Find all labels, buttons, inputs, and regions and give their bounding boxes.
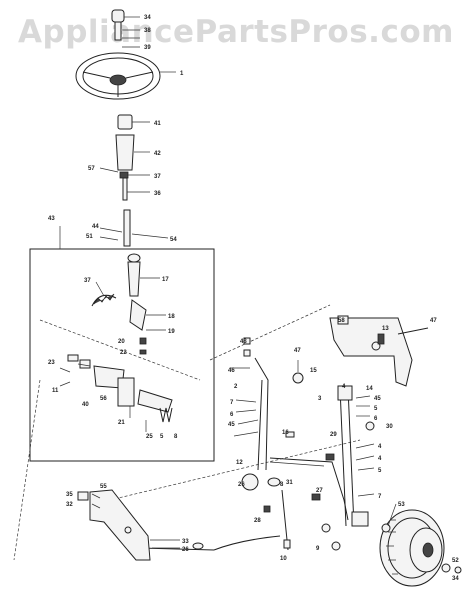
alignment-line-center (109, 439, 361, 501)
callout-21: 21 (118, 420, 125, 426)
callout-34-b: 34 (452, 576, 459, 582)
callout-46: 46 (228, 368, 235, 374)
callout-26-b: 26 (182, 547, 189, 553)
callout-36: 36 (154, 191, 161, 197)
callout-6-right: 6 (374, 416, 378, 422)
watermark: AppliancePartsPros.com (18, 14, 454, 50)
steering-cap (111, 9, 140, 48)
callout-28: 28 (254, 518, 261, 524)
callout-15: 15 (310, 368, 317, 374)
callout-20: 20 (118, 339, 125, 345)
callout-57: 57 (88, 166, 95, 172)
callout-4: 4 (342, 384, 346, 390)
callout-30: 30 (386, 424, 393, 430)
alignment-line-left (13, 379, 41, 561)
callout-29: 29 (330, 432, 337, 438)
callout-58: 58 (338, 318, 345, 324)
callout-11: 11 (52, 388, 59, 394)
callout-54: 54 (170, 237, 177, 243)
callout-41: 41 (154, 121, 161, 127)
callout-44: 44 (92, 224, 99, 230)
callout-5: 5 (160, 434, 164, 440)
front-wheel (379, 509, 462, 587)
callout-39: 39 (144, 45, 151, 51)
callout-33: 33 (182, 539, 189, 545)
callout-7-b: 7 (378, 494, 382, 500)
leader-lines (77, 363, 397, 527)
right-axle-bracket (321, 315, 429, 551)
callout-2: 2 (234, 384, 238, 390)
callout-12: 12 (236, 460, 243, 466)
callout-22: 22 (120, 350, 127, 356)
drag-link-assembly (139, 337, 349, 551)
callout-1: 1 (180, 71, 184, 77)
callout-16: 16 (282, 430, 289, 436)
callout-10: 10 (280, 556, 287, 562)
callout-4-b: 4 (378, 444, 382, 450)
callout-9: 9 (316, 546, 320, 552)
callout-18: 18 (168, 314, 175, 320)
callout-5-right: 5 (374, 406, 378, 412)
callout-26: 26 (238, 482, 245, 488)
callout-27: 27 (316, 488, 323, 494)
callout-31: 31 (286, 480, 293, 486)
steering-column (99, 114, 169, 247)
callout-51: 51 (86, 234, 93, 240)
steering-wheel (75, 52, 176, 100)
callout-45-right: 45 (374, 396, 381, 402)
left-axle-bracket (77, 489, 180, 561)
callout-4-c: 4 (378, 456, 382, 462)
callout-53: 53 (398, 502, 405, 508)
callout-55: 55 (100, 484, 107, 490)
callout-45: 45 (228, 422, 235, 428)
callout-23: 23 (48, 360, 55, 366)
callout-43: 43 (48, 216, 55, 222)
callout-7: 7 (230, 400, 234, 406)
callout-8: 8 (174, 434, 178, 440)
callout-47: 47 (294, 348, 301, 354)
callout-8-b: 8 (280, 482, 284, 488)
callout-37: 37 (154, 174, 161, 180)
callout-56: 56 (100, 396, 107, 402)
callout-14: 14 (366, 386, 373, 392)
callout-13: 13 (382, 326, 389, 332)
callout-42: 42 (154, 151, 161, 157)
callout-48: 48 (240, 339, 247, 345)
callout-52: 52 (452, 558, 459, 564)
callout-38: 38 (144, 28, 151, 34)
callout-35: 35 (66, 492, 73, 498)
callout-6: 6 (230, 412, 234, 418)
callout-19: 19 (168, 329, 175, 335)
callout-40: 40 (82, 402, 89, 408)
steering-gear-inset (29, 226, 215, 462)
callout-34: 34 (144, 15, 151, 21)
callout-17: 17 (162, 277, 169, 283)
alignment-line-upper (209, 304, 331, 361)
callout-labels: 34 38 39 1 41 42 57 37 36 43 44 51 54 17… (48, 15, 459, 582)
callout-37-inset: 37 (84, 278, 91, 284)
callout-32: 32 (66, 502, 73, 508)
callout-3: 3 (318, 396, 322, 402)
callout-5-c: 5 (378, 468, 382, 474)
callout-25: 25 (146, 434, 153, 440)
callout-47-right: 47 (430, 318, 437, 324)
